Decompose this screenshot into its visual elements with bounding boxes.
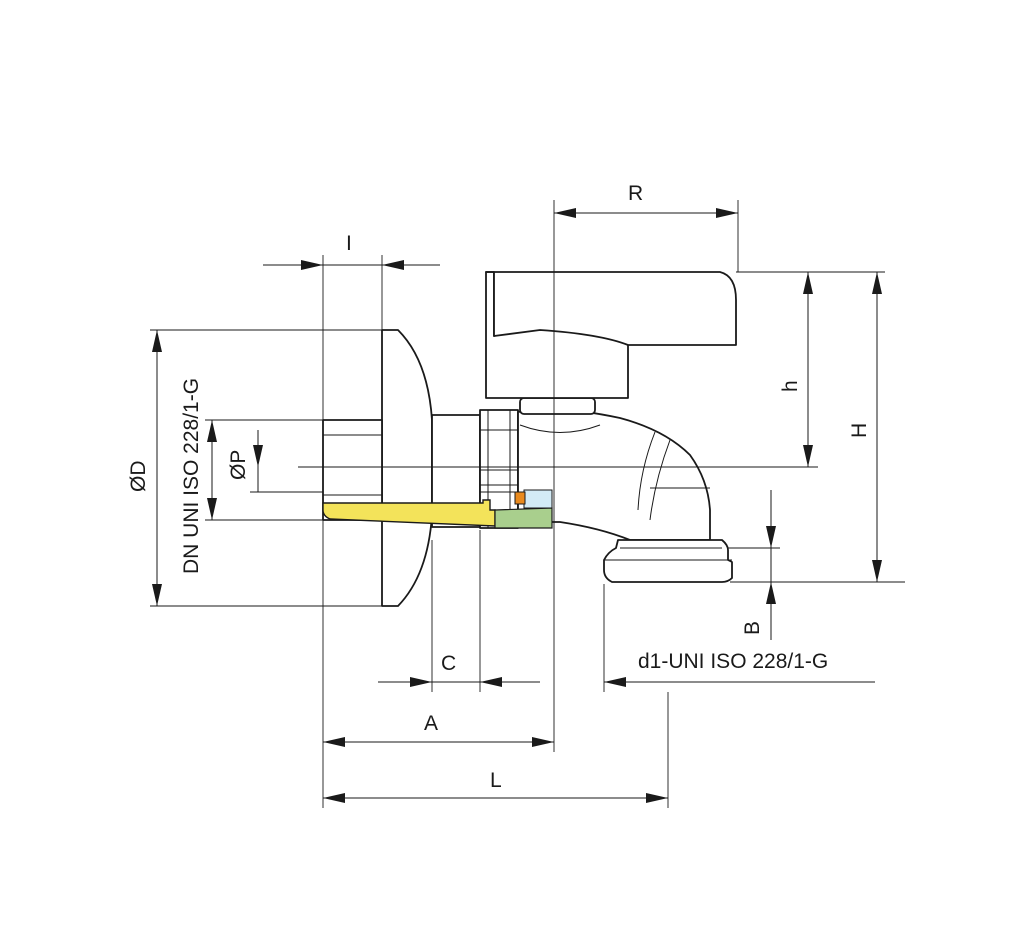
dimension-lines [152, 208, 882, 803]
label-L: L [490, 769, 502, 792]
lever-handle [485, 271, 737, 346]
insert-pipe-yellow [322, 499, 496, 527]
valve-stem [519, 397, 596, 415]
label-d1: d1-UNI ISO 228/1-G [638, 650, 828, 673]
label-OD: ØD [127, 461, 150, 493]
seal-blue [523, 489, 553, 509]
label-A: A [424, 712, 438, 735]
label-B: B [741, 621, 764, 635]
label-OP: ØP [227, 450, 250, 480]
valve-body [322, 271, 737, 607]
label-C: C [441, 652, 456, 675]
label-h: h [779, 380, 802, 392]
extension-lines [150, 200, 905, 808]
seal-orange [514, 491, 526, 505]
wall-flange [381, 329, 433, 607]
dimension-labels: R I h H ØD DN UNI ISO 228/1-G ØP C A L B… [127, 182, 871, 792]
seal-green [494, 507, 553, 529]
label-DN: DN UNI ISO 228/1-G [180, 378, 203, 574]
outlet-connector [603, 539, 733, 583]
label-H: H [848, 423, 871, 438]
label-R: R [628, 182, 643, 205]
label-I: I [346, 232, 352, 255]
